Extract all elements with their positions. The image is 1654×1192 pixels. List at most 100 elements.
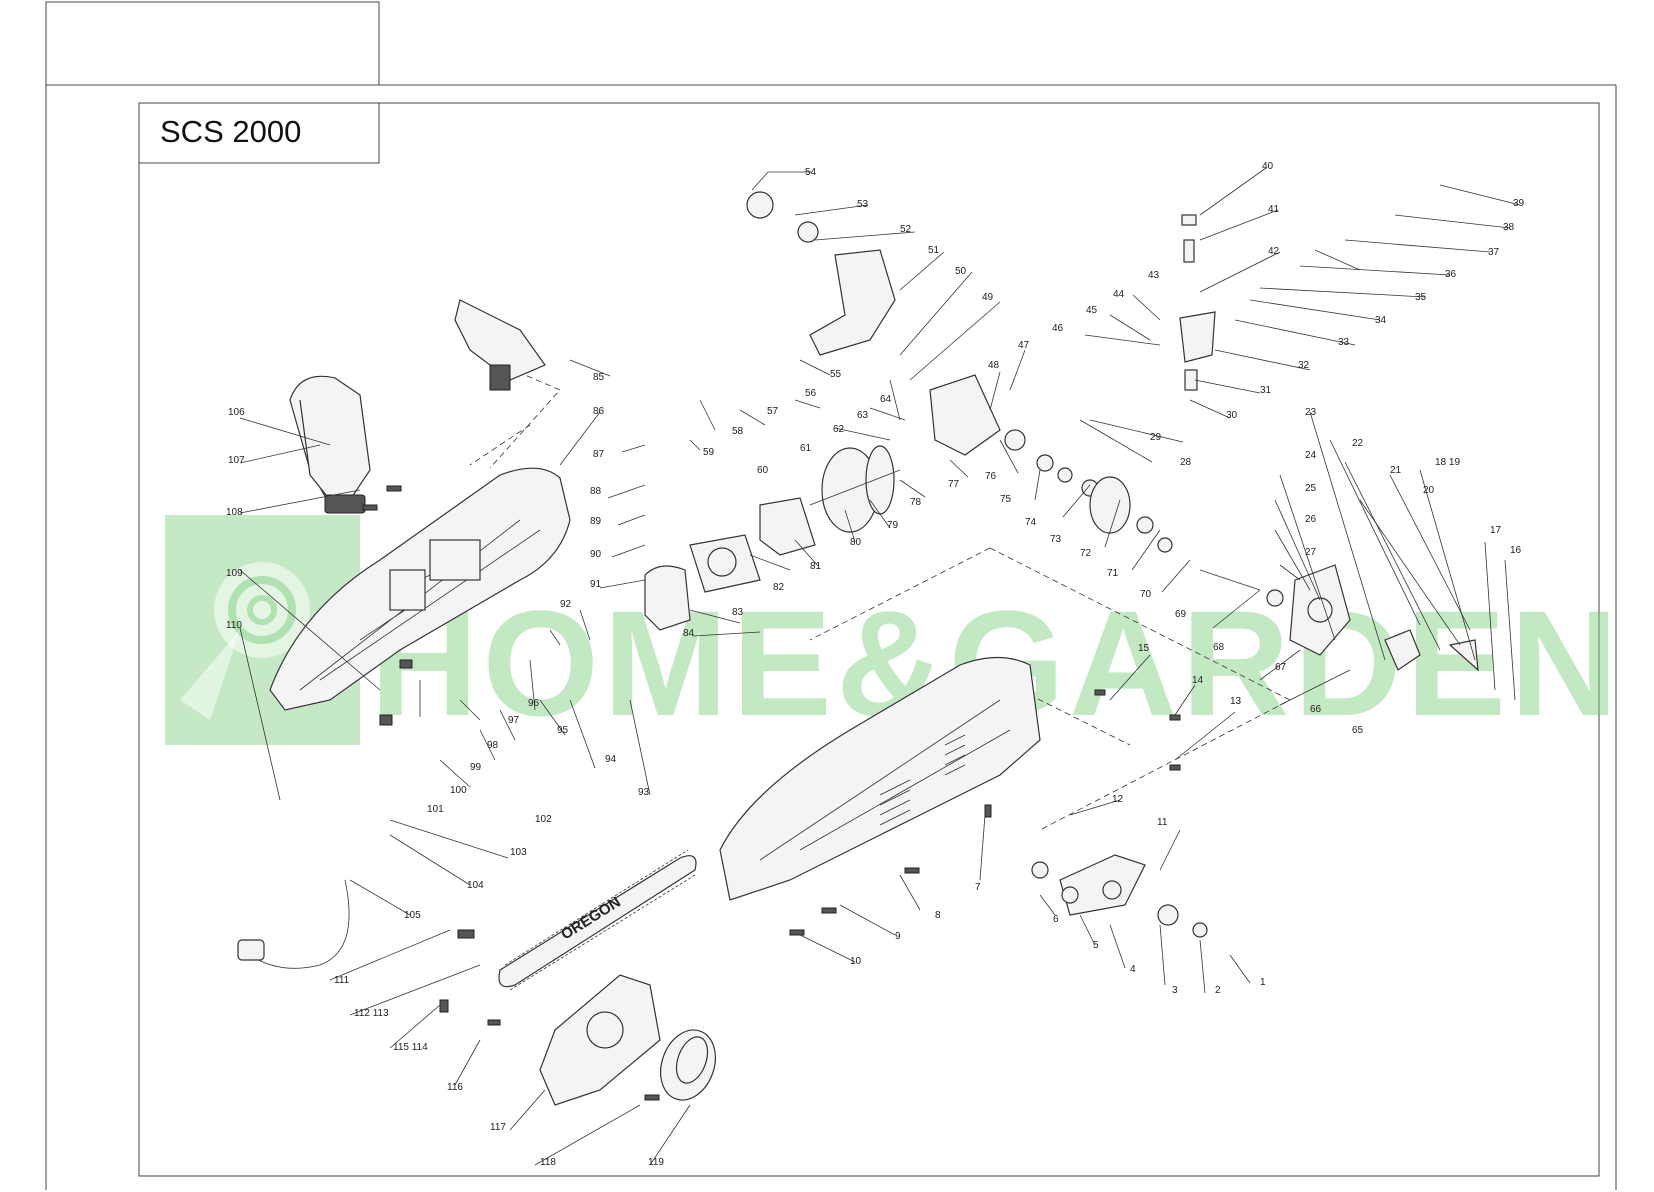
callout-2: 2 xyxy=(1215,985,1221,996)
callout-33: 33 xyxy=(1338,337,1350,348)
vent-slots xyxy=(879,734,966,836)
callout-14: 14 xyxy=(1192,675,1204,686)
gear-wheel xyxy=(1089,476,1173,553)
callout-9: 9 xyxy=(895,931,901,942)
callout-11: 11 xyxy=(1157,817,1168,828)
callout-72: 72 xyxy=(1080,548,1092,559)
callout-12: 12 xyxy=(1112,794,1124,805)
callout-34: 34 xyxy=(1375,315,1387,326)
callout-44: 44 xyxy=(1113,289,1125,300)
callout-74: 74 xyxy=(1025,517,1037,528)
callout-39: 39 xyxy=(1513,198,1525,209)
callout-116: 116 xyxy=(447,1082,463,1093)
callout-32: 32 xyxy=(1298,360,1310,371)
callout-119: 119 xyxy=(648,1157,664,1168)
callout-60: 60 xyxy=(757,465,769,476)
callout-13: 13 xyxy=(1230,696,1242,707)
callout-87: 87 xyxy=(593,449,605,460)
callout-99: 99 xyxy=(470,762,482,773)
callout-49: 49 xyxy=(982,292,994,303)
callout-75: 75 xyxy=(1000,494,1012,505)
callout-98: 98 xyxy=(487,740,499,751)
callout-43: 43 xyxy=(1148,270,1160,281)
callout-70: 70 xyxy=(1140,589,1152,600)
callout-42: 42 xyxy=(1268,246,1280,257)
callout-117: 117 xyxy=(490,1122,506,1133)
callout-38: 38 xyxy=(1503,222,1515,233)
callout-36: 36 xyxy=(1445,269,1457,280)
diagram-title: SCS 2000 xyxy=(160,114,301,149)
callout-95: 95 xyxy=(557,725,569,736)
callout-80: 80 xyxy=(850,537,862,548)
left-housing xyxy=(269,467,571,711)
callout-52: 52 xyxy=(900,224,912,235)
callout-5: 5 xyxy=(1093,940,1099,951)
callout-47: 47 xyxy=(1018,340,1030,351)
callout-21: 21 xyxy=(1390,465,1402,476)
tension-knob xyxy=(660,1029,716,1101)
callout-93: 93 xyxy=(638,787,650,798)
callout-23: 23 xyxy=(1305,407,1317,418)
callout-81: 81 xyxy=(810,561,822,572)
gear-housing xyxy=(929,374,1001,456)
callout-112-113: 112 113 xyxy=(354,1008,389,1019)
callout-109: 109 xyxy=(226,568,243,579)
callout-17: 17 xyxy=(1490,525,1502,536)
callout-105: 105 xyxy=(404,910,421,921)
leader-lines xyxy=(239,167,1521,1166)
callout-26: 26 xyxy=(1305,514,1317,525)
bearing-series xyxy=(1004,429,1099,497)
sprocket-cover xyxy=(539,974,661,1106)
callout-96: 96 xyxy=(528,698,540,709)
callout-62: 62 xyxy=(833,424,845,435)
callout-55: 55 xyxy=(830,369,842,380)
callout-29: 29 xyxy=(1150,432,1162,443)
callout-85: 85 xyxy=(593,372,605,383)
callout-104: 104 xyxy=(467,880,484,891)
callout-41: 41 xyxy=(1268,204,1280,215)
callout-83: 83 xyxy=(732,607,744,618)
callout-28: 28 xyxy=(1180,457,1192,468)
callout-30: 30 xyxy=(1226,410,1238,421)
callout-59: 59 xyxy=(703,447,715,458)
callout-66: 66 xyxy=(1310,704,1322,715)
callout-31: 31 xyxy=(1260,385,1272,396)
callout-82: 82 xyxy=(773,582,785,593)
callout-63: 63 xyxy=(857,410,869,421)
callout-18-19: 18 19 xyxy=(1435,457,1460,468)
callout-92: 92 xyxy=(560,599,572,610)
callout-57: 57 xyxy=(767,406,779,417)
motor-end-cap xyxy=(759,497,816,556)
callout-91: 91 xyxy=(590,579,602,590)
callout-40: 40 xyxy=(1262,161,1274,172)
callout-84: 84 xyxy=(683,628,695,639)
right-housing xyxy=(719,656,1041,901)
callout-50: 50 xyxy=(955,266,967,277)
callout-67: 67 xyxy=(1275,662,1287,673)
callout-110: 110 xyxy=(226,620,242,631)
callout-68: 68 xyxy=(1213,642,1225,653)
callout-1: 1 xyxy=(1260,977,1266,988)
callout-65: 65 xyxy=(1352,725,1364,736)
front-handguard xyxy=(454,299,546,391)
callout-48: 48 xyxy=(988,360,1000,371)
callout-15: 15 xyxy=(1138,643,1150,654)
callout-79: 79 xyxy=(887,520,899,531)
drive-sprocket xyxy=(1157,904,1179,926)
callout-46: 46 xyxy=(1052,323,1064,334)
callout-25: 25 xyxy=(1305,483,1317,494)
callout-22: 22 xyxy=(1352,438,1364,449)
guide-bar-chain: OREGON xyxy=(498,849,697,991)
fan-nut xyxy=(746,191,819,243)
callout-118: 118 xyxy=(540,1157,556,1168)
oil-pump xyxy=(1179,214,1361,391)
callout-78: 78 xyxy=(910,497,922,508)
output-shaft xyxy=(1199,569,1284,607)
power-cord xyxy=(237,879,350,969)
brush-holder xyxy=(644,565,691,631)
callout-71: 71 xyxy=(1107,568,1119,579)
callout-58: 58 xyxy=(732,426,744,437)
fasteners xyxy=(362,485,1181,1101)
callout-88: 88 xyxy=(590,486,602,497)
callout-115-114: 115 114 xyxy=(393,1042,428,1053)
